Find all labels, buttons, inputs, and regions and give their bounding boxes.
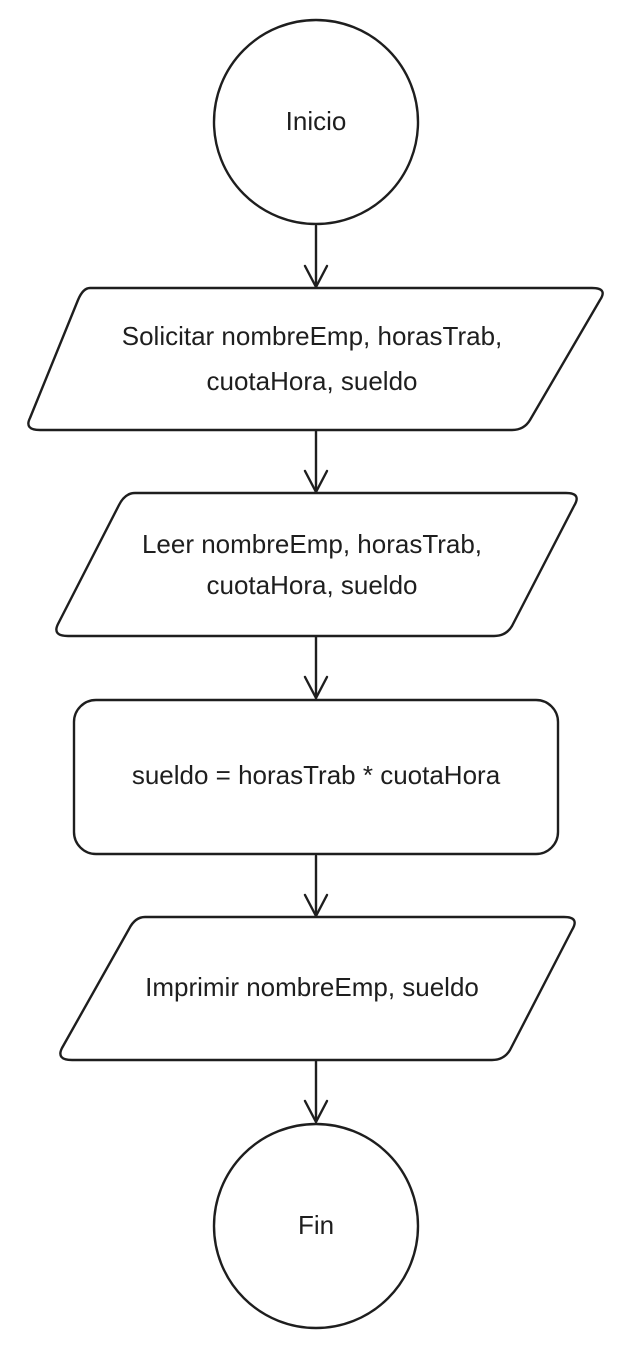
start-node-label: Inicio <box>286 106 347 136</box>
solicitar-input-label-line-1: Solicitar nombreEmp, horasTrab, <box>122 321 503 351</box>
leer-input-node: Leer nombreEmp, horasTrab, cuotaHora, su… <box>55 491 578 638</box>
end-node-label: Fin <box>298 1210 334 1240</box>
calculo-process-label: sueldo = horasTrab * cuotaHora <box>132 760 501 790</box>
end-node: Fin <box>212 1122 420 1330</box>
calculo-process-node: sueldo = horasTrab * cuotaHora <box>72 698 560 856</box>
connector-imprimir-fin <box>303 1059 329 1124</box>
connector-solicitar-leer <box>303 429 329 494</box>
arrowhead-icon <box>303 469 329 494</box>
arrowhead-icon <box>303 675 329 700</box>
connector-calculo-imprimir <box>303 854 329 918</box>
arrowhead-icon <box>303 893 329 918</box>
arrowhead-icon <box>303 264 329 289</box>
solicitar-input-label-line-2: cuotaHora, sueldo <box>206 366 417 396</box>
leer-input-label-line-2: cuotaHora, sueldo <box>206 570 417 600</box>
start-node: Inicio <box>212 18 420 226</box>
imprimir-output-node: Imprimir nombreEmp, sueldo <box>59 915 576 1062</box>
imprimir-output-label: Imprimir nombreEmp, sueldo <box>145 972 479 1002</box>
leer-input-label-line-1: Leer nombreEmp, horasTrab, <box>142 529 482 559</box>
arrowhead-icon <box>303 1099 329 1124</box>
connector-inicio-solicitar <box>303 224 329 289</box>
connector-leer-calculo <box>303 635 329 700</box>
solicitar-input-node: Solicitar nombreEmp, horasTrab, cuotaHor… <box>27 286 604 432</box>
